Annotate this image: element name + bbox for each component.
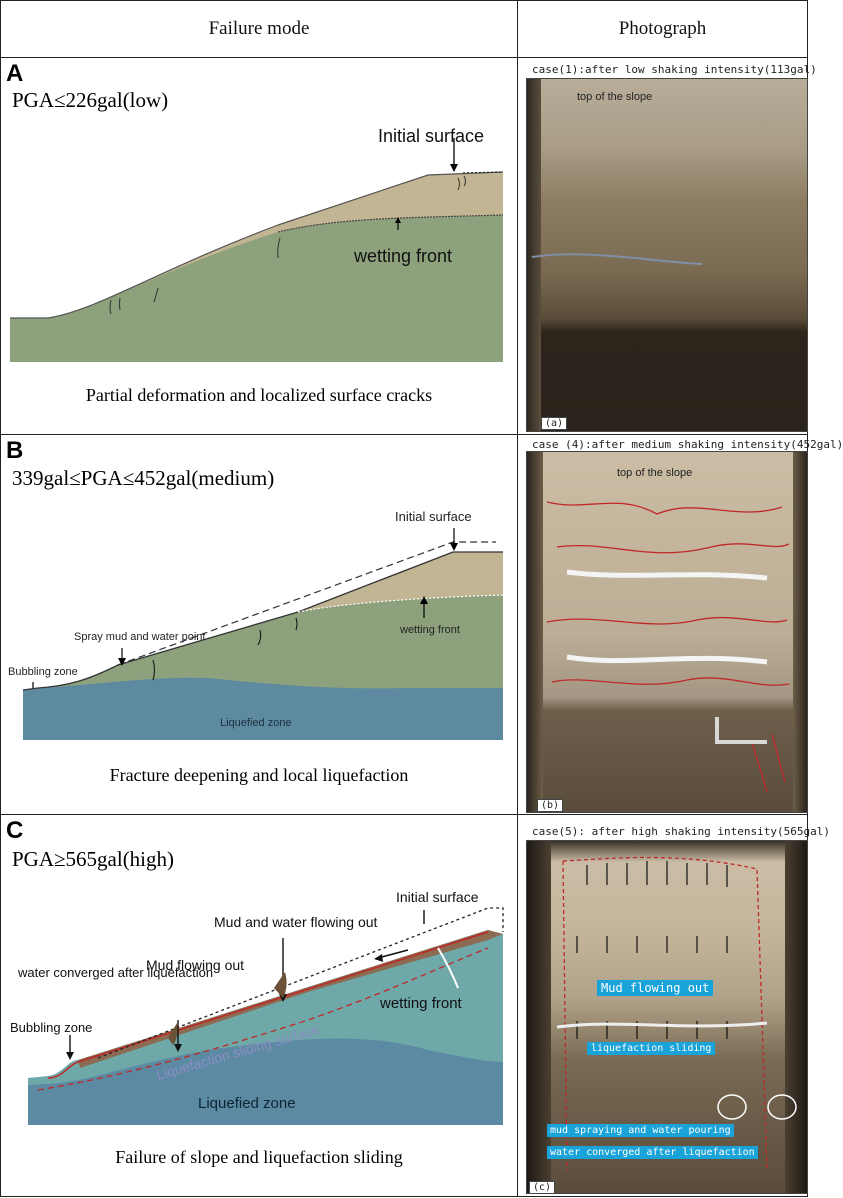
caption-a: Partial deformation and localized surfac…: [85, 385, 433, 405]
table-border-row1: [0, 434, 808, 435]
photo-c-liq-sliding-label: liquefaction sliding: [587, 1042, 716, 1055]
header-failure-mode: Failure mode: [208, 17, 310, 39]
label-initial-surface-b: Initial surface: [395, 509, 472, 524]
panel-letter-c: C: [6, 817, 24, 844]
photo-c: Mud flowing out liquefaction sliding mud…: [526, 840, 808, 1194]
diagram-b: Initial surface Spray mud and water poin…: [8, 509, 504, 740]
diagram-c: Initial surface Mud and water flowing ou…: [10, 889, 504, 1125]
soil-layer-wet: [10, 215, 503, 362]
label-wetting-front-a: wetting front: [353, 246, 452, 266]
photo-b-sublabel: (b): [537, 799, 564, 812]
pga-label-c: PGA≥565gal(high): [12, 847, 175, 871]
label-bubbling-c: Bubbling zone: [10, 1020, 92, 1035]
photo-a: top of the slope (a): [526, 78, 808, 432]
sliding-mass-c: [78, 930, 503, 1068]
table-border-top: [0, 0, 808, 1]
label-initial-surface-c: Initial surface: [396, 889, 479, 905]
label-mud-flow-c: Mud flowing out: [146, 957, 244, 973]
photo-title-c: case(5): after high shaking intensity(56…: [532, 825, 831, 838]
caption-c: Failure of slope and liquefaction slidin…: [115, 1147, 403, 1167]
table-border-left: [0, 0, 1, 1197]
pga-label-a: PGA≤226gal(low): [12, 88, 169, 112]
photo-title-b: case (4):after medium shaking intensity(…: [532, 438, 843, 451]
label-liquefied-c: Liquefied zone: [198, 1095, 296, 1112]
photo-title-a: case(1):after low shaking intensity(113g…: [532, 63, 817, 76]
panel-letter-b: B: [6, 437, 24, 464]
label-spray-b: Spray mud and water point: [74, 631, 205, 643]
photo-c-water-conv-label: water converged after liquefaction: [547, 1146, 758, 1159]
header-photograph: Photograph: [618, 17, 707, 39]
photo-a-sublabel: (a): [541, 417, 568, 430]
liquefied-zone-b: [23, 677, 503, 740]
label-liquefied-b: Liquefied zone: [220, 717, 292, 729]
label-bubbling-b: Bubbling zone: [8, 666, 78, 678]
photo-a-top-label: top of the slope: [577, 91, 653, 103]
diagram-a: Initial surface wetting front: [10, 126, 504, 362]
photo-c-spraying-label: mud spraying and water pouring: [547, 1124, 734, 1137]
panel-letter-a: A: [6, 60, 24, 87]
table-border-header: [0, 57, 808, 58]
liquefied-zone-c: [28, 1038, 503, 1125]
label-water-conv-c: water converged after liquefaction: [17, 965, 213, 980]
label-wetting-front-b: wetting front: [399, 624, 460, 636]
table-border-row2: [0, 814, 808, 815]
caption-b: Fracture deepening and local liquefactio…: [109, 765, 409, 785]
table-border-middle: [517, 0, 518, 1197]
label-mud-water-c: Mud and water flowing out: [214, 914, 378, 930]
photo-b: top of the slope (b): [526, 451, 808, 813]
photo-c-sublabel: (c): [529, 1181, 556, 1194]
table-border-bottom: [0, 1196, 808, 1197]
photo-c-mud-flow-label: Mud flowing out: [597, 980, 714, 996]
label-initial-surface-a: Initial surface: [378, 126, 484, 146]
pga-label-b: 339gal≤PGA≤452gal(medium): [12, 466, 275, 490]
photo-b-top-label: top of the slope: [617, 467, 693, 479]
label-wetting-front-c: wetting front: [379, 995, 463, 1012]
